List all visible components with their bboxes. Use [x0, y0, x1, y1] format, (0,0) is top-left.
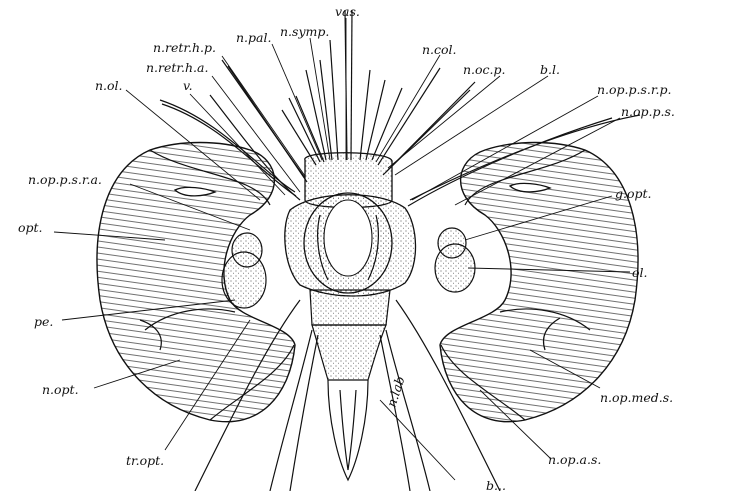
lower-nerves: [194, 299, 501, 491]
label-opt: opt.: [18, 220, 43, 235]
label-n-op-p-s-r-p: n.op.p.s.r.p.: [597, 82, 671, 97]
label-pe: pe.: [34, 314, 53, 329]
label-n-opt: n.opt.: [42, 382, 79, 397]
right-optic-lobe: [434, 141, 639, 423]
label-n-symp: n.symp.: [280, 24, 329, 39]
label-n-oc-p: n.oc.p.: [463, 62, 506, 77]
label-n-retr-h-a: n.retr.h.a.: [146, 60, 208, 75]
labels: vas. n.symp. n.pal. n.retr.h.p. n.retr.h…: [18, 4, 675, 491]
label-n-col: n.col.: [422, 42, 457, 57]
label-vas: vas.: [335, 4, 360, 19]
label-n-op-med-s: n.op.med.s.: [600, 390, 673, 405]
label-n-retr-h-p: n.retr.h.p.: [153, 40, 216, 55]
left-optic-lobe: [96, 141, 296, 423]
label-ol: ol.: [632, 265, 648, 280]
label-bottom-cut: b...: [486, 478, 506, 491]
label-b-l: b.l.: [540, 62, 560, 77]
label-g-opt: g.opt.: [615, 186, 652, 201]
label-n-op-p-s-r-a: n.op.p.s.r.a.: [28, 172, 102, 187]
leader-lines: [53, 18, 631, 481]
label-n-pal: n.pal.: [236, 30, 271, 45]
label-n-op-p-s: n.op.p.s.: [621, 104, 675, 119]
label-tr-opt: tr.opt.: [126, 453, 164, 468]
label-n-op-a-s: n.op.a.s.: [548, 452, 601, 467]
central-brain: [284, 152, 417, 482]
label-v: v.: [183, 78, 193, 93]
label-n-ol: n.ol.: [95, 78, 123, 93]
label-n-lab: n.lab: [384, 374, 408, 409]
